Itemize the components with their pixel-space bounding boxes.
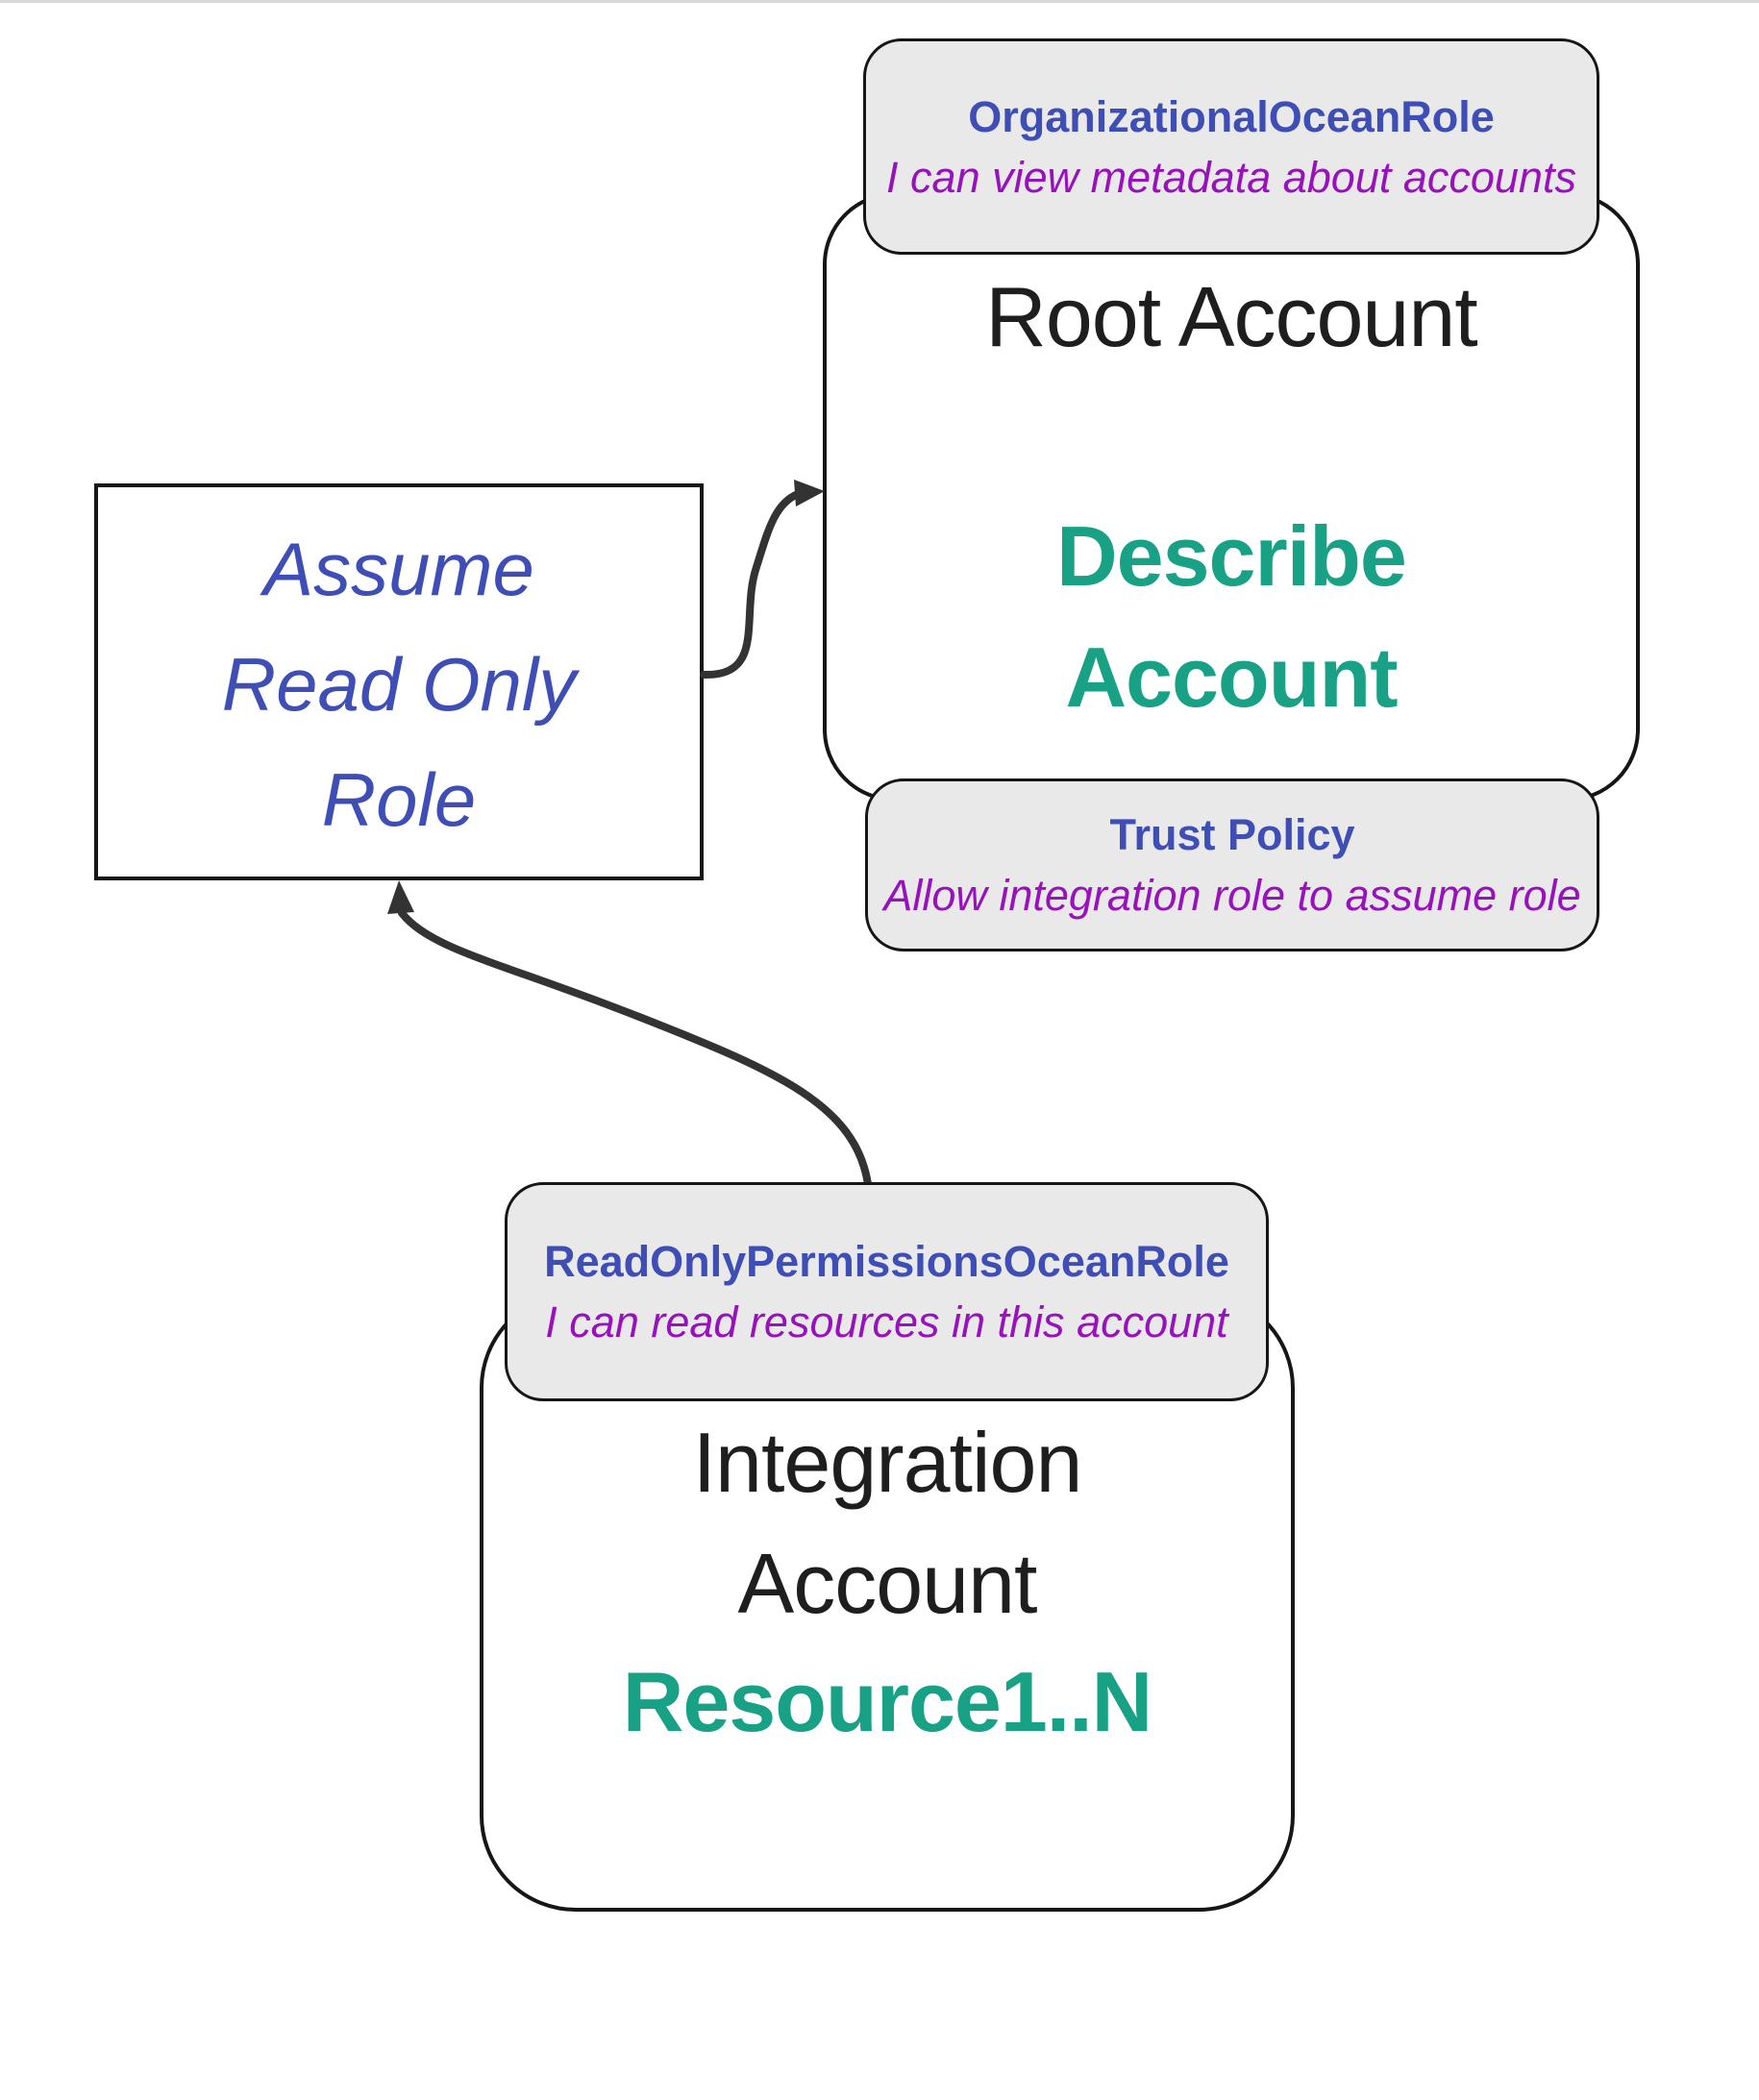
action-line: Account — [1065, 630, 1399, 725]
arrowhead-into-root-account — [794, 480, 825, 506]
badge-role-name: ReadOnlyPermissionsOceanRole — [544, 1237, 1229, 1286]
badge-role-description: I can view metadata about accounts — [886, 152, 1576, 202]
assume-role-line: Role — [321, 757, 477, 842]
badge-role-name: OrganizationalOceanRole — [968, 91, 1495, 141]
assume-role-line: Assume — [263, 527, 534, 611]
badge-trust-policy: Trust Policy Allow integration role to a… — [865, 778, 1599, 951]
action-line: Describe — [1056, 508, 1407, 604]
resources-label: Resource1..N — [622, 1654, 1152, 1749]
integration-account-resources: Resource1..N — [483, 1642, 1291, 1763]
assume-role-label: Assume Read Only Role — [98, 511, 700, 857]
assume-role-line: Read Only — [221, 642, 577, 727]
root-account-title: Root Account — [985, 269, 1477, 364]
root-account-action: Describe Account — [827, 496, 1636, 738]
connector-readonly-badge-to-assume — [398, 909, 872, 1188]
integration-account-title: Integration Account — [483, 1402, 1291, 1644]
page-top-border — [0, 0, 1759, 3]
integration-title-line: Integration — [692, 1415, 1083, 1510]
badge-role-name: Trust Policy — [1109, 810, 1355, 859]
node-root-account: Root Account Describe Account — [823, 192, 1640, 802]
connector-assume-to-root — [700, 490, 802, 679]
badge-role-description: I can read resources in this account — [545, 1297, 1228, 1346]
badge-organizational-ocean-role: OrganizationalOceanRole I can view metad… — [863, 38, 1599, 255]
badge-readonly-permissions-ocean-role: ReadOnlyPermissionsOceanRole I can read … — [505, 1182, 1269, 1401]
arrowhead-into-assume-box — [387, 880, 414, 914]
integration-title-line: Account — [737, 1536, 1038, 1631]
badge-role-description: Allow integration role to assume role — [883, 871, 1581, 920]
node-assume-read-only-role: Assume Read Only Role — [94, 483, 704, 880]
